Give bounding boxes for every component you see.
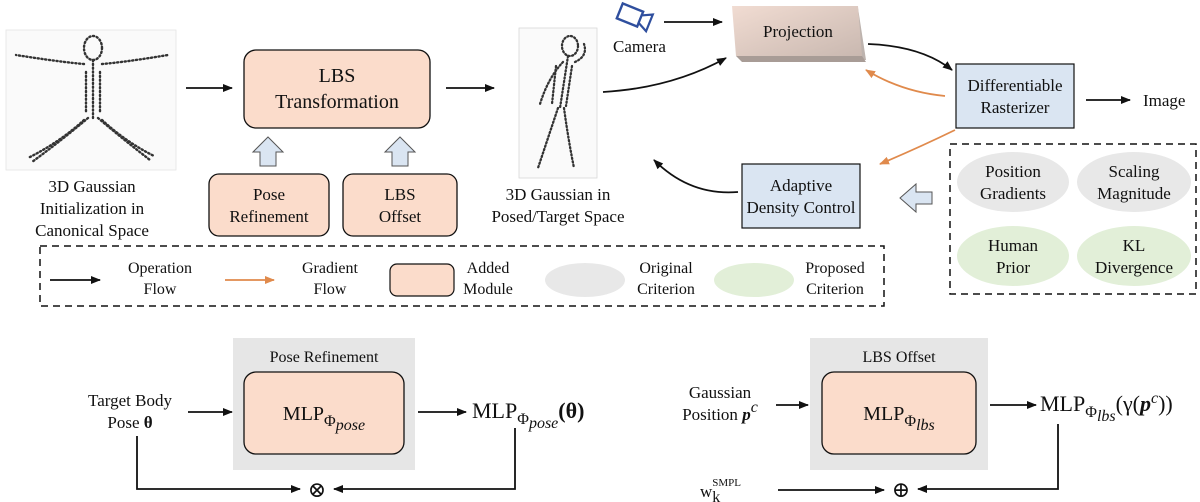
camera-icon xyxy=(615,1,655,34)
mlp-lbs-box xyxy=(821,371,977,455)
pose-refinement-line1: Pose xyxy=(253,185,285,204)
scaling-magnitude-line1: Scaling xyxy=(1109,162,1160,181)
legend-original-line2: Criterion xyxy=(637,281,695,298)
legend-gradient-line1: Gradient xyxy=(302,260,359,277)
kl-divergence-line1: KL xyxy=(1123,236,1146,255)
human-prior-line1: Human xyxy=(988,236,1039,255)
arrow-posed-to-projection xyxy=(602,57,727,93)
lbs-offset-line1: LBS xyxy=(384,185,415,204)
criterion-kl-divergence xyxy=(1077,226,1191,286)
legend-gradient-line2: Flow xyxy=(314,281,347,298)
arrow-density-to-posed xyxy=(653,159,739,194)
position-gradients-line2: Gradients xyxy=(980,184,1046,203)
mlp-pose-box xyxy=(243,371,405,455)
mlp-lbs-output: MLPΦlbs(γ(pc)) xyxy=(1040,390,1173,425)
legend-original-swatch xyxy=(545,263,625,297)
adaptive-density-box xyxy=(741,163,861,229)
lbs-transformation-line2: Transformation xyxy=(275,91,399,113)
posed-label-line2: Posed/Target Space xyxy=(491,207,624,226)
up-arrow-lbs-offset xyxy=(383,136,417,167)
criteria-panel xyxy=(949,143,1197,295)
lbs-offset-box xyxy=(342,173,458,237)
legend-proposed-swatch xyxy=(714,263,794,297)
posed-label-line1: 3D Gaussian in xyxy=(506,185,611,204)
kl-divergence-line2: Divergence xyxy=(1095,258,1173,277)
target-pose-line1: Target Body xyxy=(88,391,172,410)
legend-added-module-swatch xyxy=(389,263,455,297)
legend-operation-line2: Flow xyxy=(144,281,177,298)
legend-proposed-line2: Criterion xyxy=(806,281,864,298)
legend-panel xyxy=(39,245,885,307)
scaling-magnitude-line2: Magnitude xyxy=(1097,184,1171,203)
lbs-transformation-line1: LBS xyxy=(319,65,356,87)
legend-added-line1: Added xyxy=(467,260,510,277)
mlp-pose-label: MLPΦpose xyxy=(283,403,365,434)
image-label: Image xyxy=(1143,91,1185,110)
canonical-label-line1: 3D Gaussian xyxy=(48,177,136,196)
canonical-figure-image xyxy=(5,29,177,171)
tensor-product-symbol: ⊗ xyxy=(308,477,326,502)
gradient-arrow-to-density xyxy=(879,129,956,165)
criterion-position-gradients xyxy=(957,152,1069,212)
rasterizer-line1: Differentiable xyxy=(967,76,1062,95)
lbs-offset-panel-title: LBS Offset xyxy=(862,349,936,366)
projection-box xyxy=(732,6,866,62)
criterion-scaling-magnitude xyxy=(1077,152,1191,212)
up-arrow-pose-refinement xyxy=(251,136,285,167)
mlp-pose-output: MLPΦpose(θ) xyxy=(472,398,584,432)
legend-original-line1: Original xyxy=(639,260,693,277)
projection-label: Projection xyxy=(763,22,833,41)
pose-refinement-box xyxy=(208,173,330,237)
adaptive-density-line1: Adaptive xyxy=(770,176,832,195)
pose-refinement-panel-title: Pose Refinement xyxy=(270,349,379,366)
target-pose-line2: Pose θ xyxy=(107,413,152,432)
arrow-pose-to-combine xyxy=(136,436,301,493)
mlp-lbs-label: MLPΦlbs xyxy=(863,403,935,434)
lbs-offset-line2: Offset xyxy=(379,207,421,226)
direct-sum-symbol: ⊕ xyxy=(892,477,910,502)
legend-added-line2: Module xyxy=(463,281,513,298)
gradient-arrow-to-projection xyxy=(865,69,946,97)
adaptive-density-line2: Density Control xyxy=(746,198,855,217)
camera-label: Camera xyxy=(613,37,666,56)
canonical-label-line2: Initialization in xyxy=(40,199,145,218)
human-prior-line2: Prior xyxy=(996,258,1030,277)
legend-operation-line1: Operation xyxy=(128,260,192,277)
left-arrow-criteria xyxy=(899,182,933,214)
gaussian-position-line2: Position pc xyxy=(682,399,758,424)
canonical-label-line3: Canonical Space xyxy=(35,221,149,240)
lbs-transformation-box xyxy=(243,49,431,129)
position-gradients-line1: Position xyxy=(985,162,1041,181)
arrow-output-to-combine xyxy=(333,428,516,493)
rasterizer-line2: Rasterizer xyxy=(981,98,1050,117)
rasterizer-box xyxy=(955,63,1075,129)
legend-proposed-line1: Proposed xyxy=(805,260,865,277)
gaussian-position-line1: Gaussian xyxy=(689,383,752,402)
criterion-human-prior xyxy=(957,226,1069,286)
w-smpl-label: wkSMPL xyxy=(700,477,741,502)
arrow-lbs-output-to-combine xyxy=(917,424,1059,493)
pose-refinement-line2: Refinement xyxy=(229,207,309,226)
arrow-projection-to-rasterizer xyxy=(867,43,953,71)
posed-figure-image xyxy=(518,27,598,179)
